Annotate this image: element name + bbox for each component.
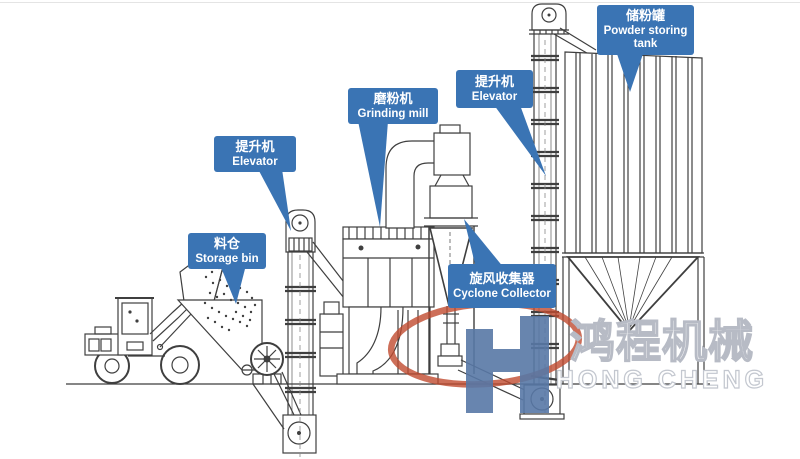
callout-pointer-storage-bin	[220, 265, 246, 304]
callout-elevator-1-en: Elevator	[232, 155, 278, 168]
callout-pointer-elevator-1	[258, 169, 291, 231]
callout-powder-storing-tank-en: Powder storing tank	[603, 25, 688, 51]
callout-cyclone-collector-en: Cyclone Collector	[453, 287, 551, 300]
callout-powder-storing-tank-zh: 储粉罐	[625, 8, 665, 24]
callout-elevator-2: 提升机 Elevator	[456, 70, 533, 108]
callout-elevator-2-en: Elevator	[471, 90, 518, 103]
callout-storage-bin-en: Storage bin	[195, 252, 259, 265]
grinding-mill-machine	[319, 124, 471, 385]
storage-bin-hopper	[176, 299, 302, 418]
callout-grinding-mill-en: Grinding mill	[357, 107, 429, 120]
callout-elevator-2-zh: 提升机	[474, 73, 514, 89]
powder-silo	[562, 51, 705, 384]
callout-powder-storing-tank: 储粉罐 Powder storing tank	[597, 5, 694, 55]
callout-pointer-powder-tank	[616, 51, 644, 92]
callout-grinding-mill-zh: 磨粉机	[373, 90, 413, 106]
material-particles	[203, 266, 257, 332]
callout-cyclone-collector: 旋风收集器 Cyclone Collector	[448, 264, 556, 308]
watermark-h-logo	[466, 316, 549, 413]
callout-pointer-cyclone	[464, 219, 504, 268]
callout-pointer-grinding-mill	[358, 121, 388, 227]
callout-pointers	[220, 51, 644, 304]
callout-grinding-mill: 磨粉机 Grinding mill	[348, 88, 438, 124]
callout-pointer-elevator-2	[494, 105, 546, 176]
wheel-loader	[84, 256, 225, 385]
bucket-elevator-1	[252, 209, 351, 457]
callout-elevator-1-zh: 提升机	[235, 138, 275, 154]
top-border-line	[0, 2, 800, 3]
callout-elevator-1: 提升机 Elevator	[214, 136, 296, 172]
callout-cyclone-collector-zh: 旋风收集器	[469, 270, 535, 286]
callout-storage-bin-zh: 料仓	[213, 235, 240, 251]
callout-storage-bin: 料仓 Storage bin	[188, 233, 266, 269]
